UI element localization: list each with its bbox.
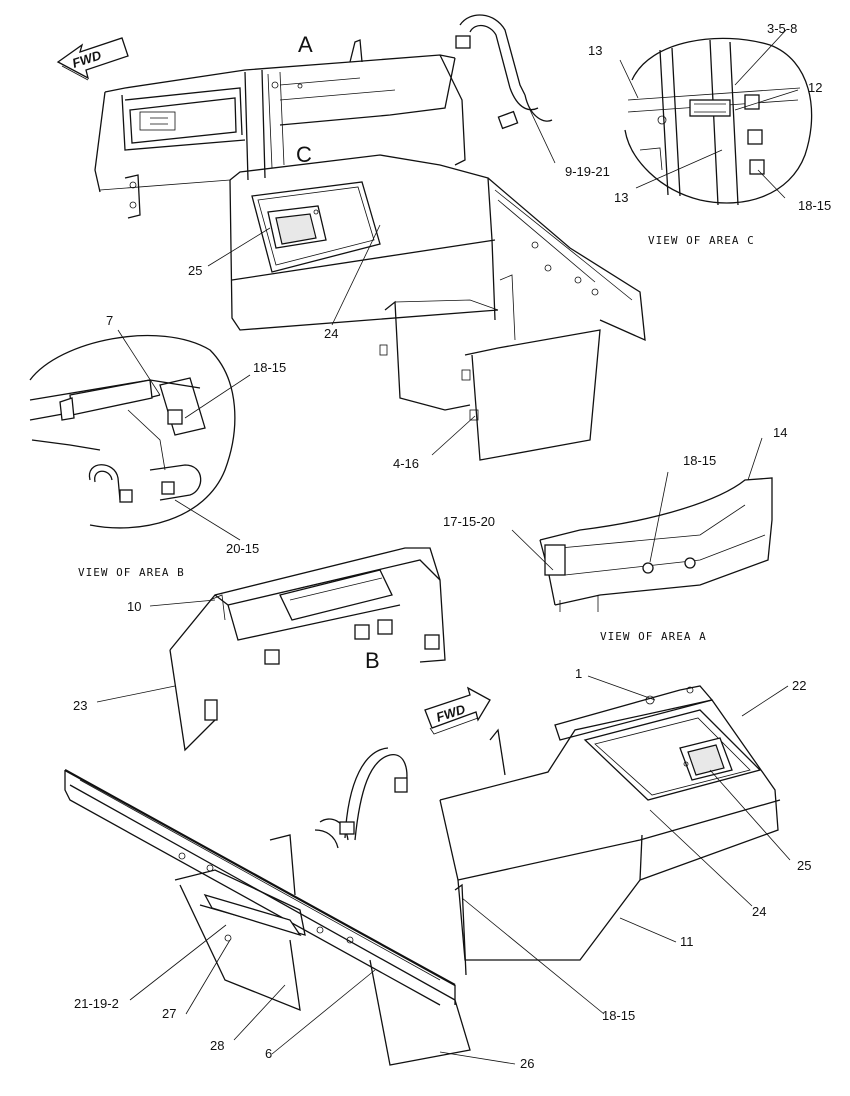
long-rail xyxy=(64,769,456,1006)
caption-view-area-c: VIEW OF AREA C xyxy=(648,234,755,247)
main-tank-box-upper xyxy=(229,154,646,461)
hose-lower xyxy=(314,747,408,849)
caption-view-area-a: VIEW OF AREA A xyxy=(600,630,707,643)
callout-3-5-8: 3-5-8 xyxy=(767,21,797,36)
callout-25-top: 25 xyxy=(188,263,202,278)
callout-26: 26 xyxy=(520,1056,534,1071)
hose-upper xyxy=(455,14,553,130)
callout-7: 7 xyxy=(106,313,113,328)
callout-18-15-lower: 18-15 xyxy=(602,1008,635,1023)
callout-9-19-21: 9-19-21 xyxy=(565,164,610,179)
lower-bracket-plate xyxy=(174,834,471,1066)
callout-11: 11 xyxy=(680,934,694,949)
callout-28: 28 xyxy=(210,1038,224,1053)
callout-22: 22 xyxy=(792,678,806,693)
callout-25-bottom: 25 xyxy=(797,858,811,873)
callout-13-top: 13 xyxy=(588,43,602,58)
lower-tank-box xyxy=(439,685,781,976)
callout-labels: 3-5-8 13 12 13 18-15 9-19-21 25 24 7 18-… xyxy=(73,21,831,1071)
callout-12: 12 xyxy=(808,80,822,95)
upper-panel-assembly xyxy=(94,39,466,219)
detail-view-area-c xyxy=(624,37,813,206)
fwd-arrow-middle: FWD xyxy=(424,686,491,735)
callout-4-16: 4-16 xyxy=(393,456,419,471)
middle-panel-b xyxy=(169,547,446,752)
callout-18-15-a: 18-15 xyxy=(683,453,716,468)
detail-view-area-b xyxy=(29,334,236,529)
callout-20-15: 20-15 xyxy=(226,541,259,556)
fwd-arrow-top: FWD xyxy=(56,37,129,81)
area-letter-b: B xyxy=(365,648,380,673)
callout-6: 6 xyxy=(265,1046,272,1061)
leader-lines xyxy=(96,29,799,1065)
callout-21-19-2: 21-19-2 xyxy=(74,996,119,1011)
callout-24-bottom: 24 xyxy=(752,904,766,919)
callout-24-top: 24 xyxy=(324,326,338,341)
callout-18-15-c: 18-15 xyxy=(798,198,831,213)
detail-view-area-a xyxy=(539,477,773,612)
callout-27: 27 xyxy=(162,1006,176,1021)
callout-23: 23 xyxy=(73,698,87,713)
callout-18-15-b: 18-15 xyxy=(253,360,286,375)
callout-17-15-20: 17-15-20 xyxy=(443,514,495,529)
callout-13-bottom: 13 xyxy=(614,190,628,205)
area-letter-a: A xyxy=(298,32,313,57)
area-letter-c: C xyxy=(296,142,312,167)
callout-10: 10 xyxy=(127,599,141,614)
callout-1: 1 xyxy=(575,666,582,681)
caption-view-area-b: VIEW OF AREA B xyxy=(78,566,185,579)
callout-14: 14 xyxy=(773,425,787,440)
